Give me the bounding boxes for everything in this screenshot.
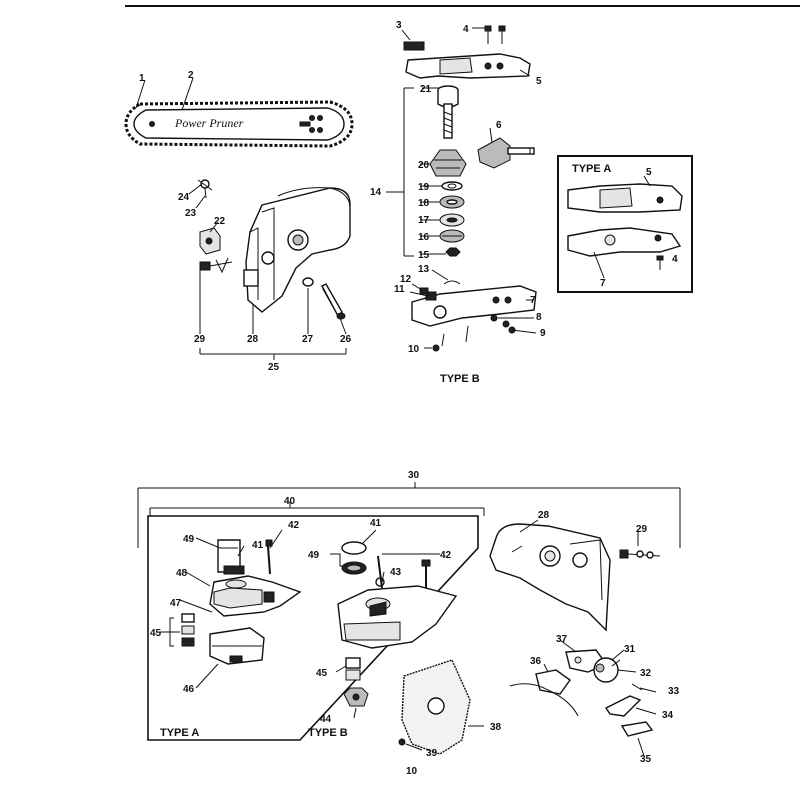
bolt-26 (321, 283, 346, 320)
cover-38 (398, 659, 471, 755)
callout-5: 5 (536, 76, 542, 87)
callout-28b: 28 (538, 510, 550, 521)
callout-10b: 10 (406, 766, 418, 777)
callout-27: 27 (302, 334, 314, 345)
callout-26: 26 (340, 334, 352, 345)
callout-3: 3 (396, 20, 402, 31)
callout-49a: 49 (183, 534, 195, 545)
callout-34: 34 (662, 710, 674, 721)
callout-inset-7: 7 (600, 278, 606, 289)
callout-41b: 41 (370, 518, 382, 529)
callout-48: 48 (176, 568, 188, 579)
housing-28 (489, 523, 611, 632)
group-bracket-30 (137, 482, 681, 548)
callout-49b: 49 (308, 550, 320, 561)
type-a-inset (557, 155, 693, 293)
callout-8: 8 (536, 312, 542, 323)
caption-type-b-bottom: TYPE B (308, 727, 348, 739)
stack-parts (439, 181, 465, 257)
bolt-29-bottom (619, 549, 661, 559)
callout-numbers: 1 2 3 4 5 6 7 8 9 10 11 12 13 14 15 16 1… (139, 20, 680, 777)
oil-tank-type-b (337, 541, 458, 707)
bottom-right-leaders (405, 519, 657, 757)
callout-2: 2 (188, 70, 194, 81)
callout-15: 15 (418, 250, 430, 261)
washer-27 (302, 277, 314, 287)
callout-19: 19 (418, 182, 430, 193)
callout-29b: 29 (636, 524, 648, 535)
gear-leaders (401, 27, 537, 334)
callout-45b: 45 (316, 668, 328, 679)
gear-20 (429, 149, 467, 177)
callout-42a: 42 (288, 520, 300, 531)
callout-28: 28 (247, 334, 259, 345)
callout-42b: 42 (440, 550, 452, 561)
callout-30: 30 (408, 470, 420, 481)
callout-45a: 45 (150, 628, 162, 639)
type-b-leaders (330, 529, 440, 719)
callout-37: 37 (556, 634, 568, 645)
callout-22: 22 (214, 216, 226, 227)
callout-46: 46 (183, 684, 195, 695)
callout-9: 9 (540, 328, 546, 339)
bolt-29 (199, 257, 233, 274)
gear-case-5 (403, 25, 531, 79)
bracket-14 (386, 87, 414, 257)
caption-type-a-inset: TYPE A (572, 163, 611, 175)
callout-23: 23 (185, 208, 197, 219)
callout-24: 24 (178, 192, 190, 203)
type-a-leaders (160, 529, 283, 689)
callout-13: 13 (418, 264, 430, 275)
caption-type-a-bottom: TYPE A (160, 727, 199, 739)
nut-22 (199, 227, 221, 255)
callout-11: 11 (394, 284, 405, 295)
callout-inset-5: 5 (646, 167, 652, 178)
callout-43: 43 (390, 567, 402, 578)
callout-39: 39 (426, 748, 438, 759)
bar-brand-label: Power Pruner (174, 116, 244, 130)
switch-parts (509, 649, 654, 737)
callout-32: 32 (640, 668, 652, 679)
caption-type-b-top: TYPE B (440, 373, 480, 385)
callout-41a: 41 (252, 540, 264, 551)
callout-44: 44 (320, 714, 332, 725)
callout-18: 18 (418, 198, 430, 209)
callout-40: 40 (284, 496, 296, 507)
callout-6: 6 (496, 120, 502, 131)
pinion-6 (477, 137, 535, 169)
sprocket-housing (243, 187, 351, 313)
callout-1: 1 (139, 73, 145, 84)
housing-leaders (135, 77, 347, 360)
callout-21: 21 (420, 84, 432, 95)
callout-29: 29 (194, 334, 206, 345)
callout-31: 31 (624, 644, 636, 655)
guide-bar-and-chain: Power Pruner (124, 100, 354, 148)
callout-36: 36 (530, 656, 542, 667)
shaft-21 (437, 85, 459, 139)
callout-17: 17 (418, 215, 430, 226)
callout-20: 20 (418, 160, 430, 171)
callout-4: 4 (463, 24, 469, 35)
callout-25: 25 (268, 362, 280, 373)
oil-tank-type-a (181, 539, 302, 665)
callout-inset-4: 4 (672, 254, 678, 265)
callout-14: 14 (370, 187, 382, 198)
callout-33: 33 (668, 686, 680, 697)
screw-24 (197, 179, 213, 199)
callout-38: 38 (490, 722, 502, 733)
callout-12: 12 (400, 274, 412, 285)
type-captions: TYPE A TYPE B TYPE A TYPE B (160, 163, 611, 739)
gear-case-7 (411, 280, 537, 352)
callout-7: 7 (530, 295, 536, 306)
callout-10: 10 (408, 344, 420, 355)
callout-35: 35 (640, 754, 652, 765)
callout-47: 47 (170, 598, 182, 609)
callout-16: 16 (418, 232, 430, 243)
group-bracket-40 (149, 502, 485, 516)
